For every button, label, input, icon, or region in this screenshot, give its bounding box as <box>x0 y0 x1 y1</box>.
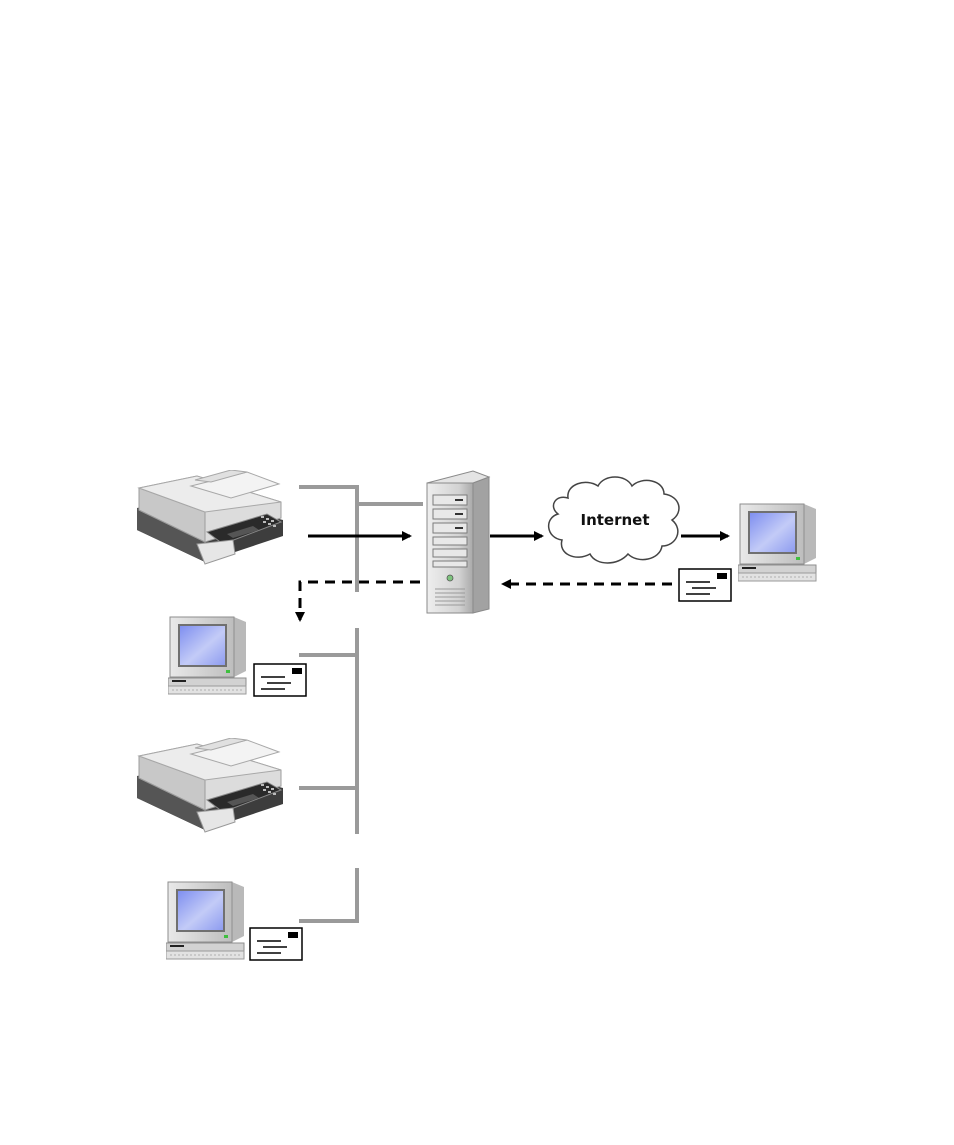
computer-icon <box>168 617 246 694</box>
bus-upper-segment <box>299 487 357 592</box>
internet-label: Internet <box>580 511 649 529</box>
envelope-icon <box>254 664 306 696</box>
scanner-icon <box>137 470 283 564</box>
arrow-server-to-local-pc-dashed <box>300 582 420 620</box>
envelope-icon <box>679 569 731 601</box>
bus-pc2-link <box>299 868 357 921</box>
flow-arrows <box>300 536 728 620</box>
computer-icon <box>738 504 816 581</box>
envelope-icon <box>250 928 302 960</box>
network-bus-lines <box>299 487 423 921</box>
cloud-icon: Internet <box>549 477 679 563</box>
scanner-icon <box>137 738 283 832</box>
computer-icon <box>166 882 244 959</box>
server-tower-icon <box>427 471 489 613</box>
